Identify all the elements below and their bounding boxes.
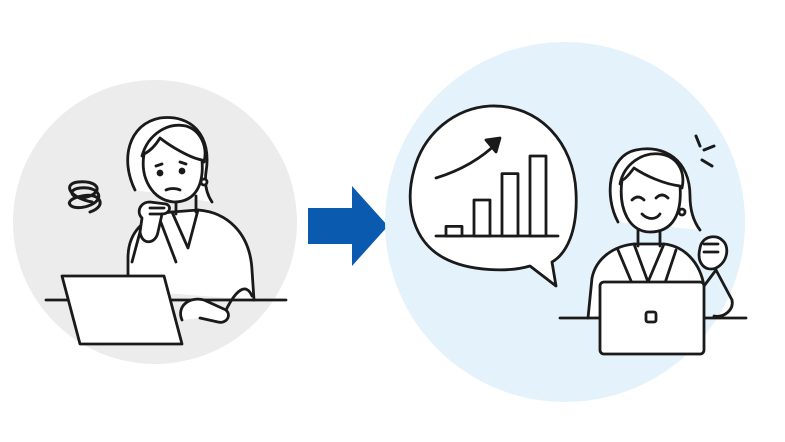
arrow-right-icon <box>308 186 388 266</box>
sparkle-icon <box>694 134 716 168</box>
before-laptop-icon <box>60 274 254 346</box>
growth-bar <box>500 172 520 238</box>
growth-bar <box>444 224 464 238</box>
growth-chart-icon <box>434 136 560 238</box>
growth-bar <box>472 198 492 238</box>
growth-bar <box>528 154 548 238</box>
speech-bubble-icon <box>408 104 578 288</box>
confusion-scribble-icon <box>67 180 102 214</box>
after-laptop-icon <box>598 280 706 356</box>
